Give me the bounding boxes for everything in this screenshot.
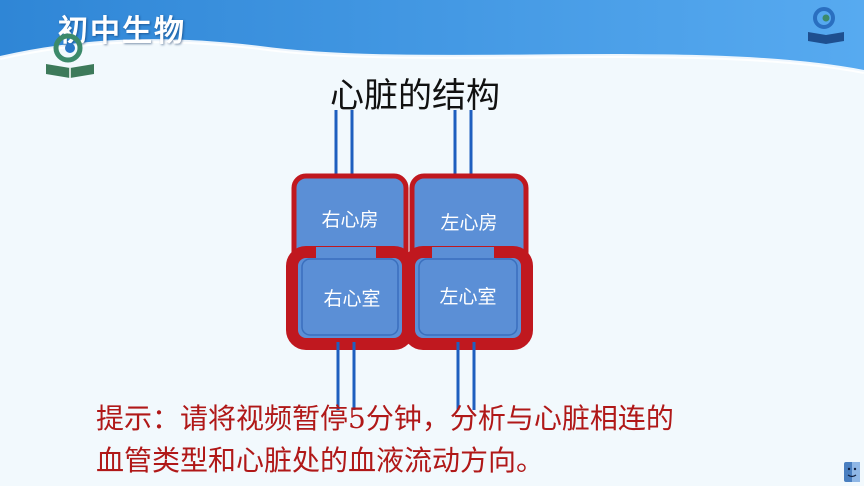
finder-icon[interactable]: [844, 462, 860, 482]
hint-line-2: 血管类型和心脏处的血液流动方向。: [96, 444, 545, 477]
left-ventricle-label: 左心室: [439, 286, 496, 308]
book-logo-icon: [46, 33, 94, 78]
right-ventricle-label: 右心室: [323, 288, 380, 310]
bottom-vessels: [336, 342, 476, 410]
reading-logo-icon: [808, 7, 844, 44]
hint-text: 提示：请将视频暂停5分钟，分析与心脏相连的 血管类型和心脏处的血液流动方向。: [96, 398, 816, 482]
left-atrium-label: 左心房: [440, 212, 497, 234]
slide-title: 心脏的结构: [330, 76, 500, 116]
right-atrium-label: 右心房: [321, 209, 378, 231]
header-banner: [0, 0, 864, 74]
top-vessels: [334, 110, 473, 178]
hint-line-1: 提示：请将视频暂停5分钟，分析与心脏相连的: [96, 402, 674, 435]
